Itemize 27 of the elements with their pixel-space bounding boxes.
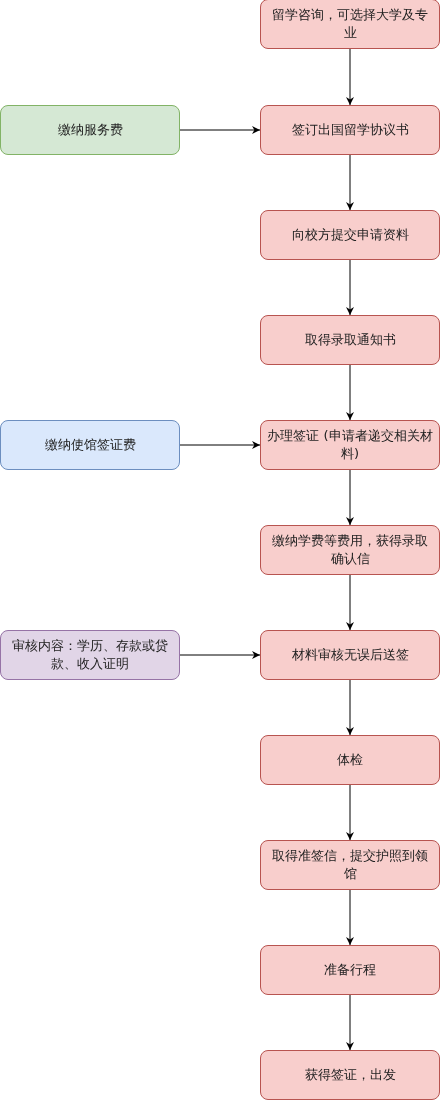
arrow xyxy=(346,784,354,841)
process-box: 材料审核无误后送签 xyxy=(260,630,440,680)
arrow xyxy=(346,259,354,316)
process-box: 取得准签信，提交护照到领馆 xyxy=(260,840,440,890)
arrow xyxy=(346,48,354,106)
arrow xyxy=(179,651,261,659)
arrow xyxy=(346,574,354,631)
process-box: 签订出国留学协议书 xyxy=(260,105,440,155)
process-box: 准备行程 xyxy=(260,945,440,995)
arrow xyxy=(346,679,354,736)
arrow xyxy=(346,994,354,1051)
process-box: 缴纳使馆签证费 xyxy=(0,420,180,470)
process-box: 获得签证，出发 xyxy=(260,1050,440,1100)
process-box: 向校方提交申请资料 xyxy=(260,210,440,260)
process-box: 缴纳服务费 xyxy=(0,105,180,155)
arrow xyxy=(346,889,354,946)
process-box: 取得录取通知书 xyxy=(260,315,440,365)
process-box: 体检 xyxy=(260,735,440,785)
process-box: 办理签证 (申请者递交相关材料) xyxy=(260,420,440,470)
arrow xyxy=(346,154,354,211)
arrow xyxy=(179,126,261,134)
arrow xyxy=(179,441,261,449)
process-box: 留学咨询，可选择大学及专业 xyxy=(260,0,440,49)
arrow xyxy=(346,364,354,421)
process-box: 缴纳学费等费用，获得录取确认信 xyxy=(260,525,440,575)
process-box: 审核内容：学历、存款或贷款、收入证明 xyxy=(0,630,180,680)
arrow xyxy=(346,469,354,526)
